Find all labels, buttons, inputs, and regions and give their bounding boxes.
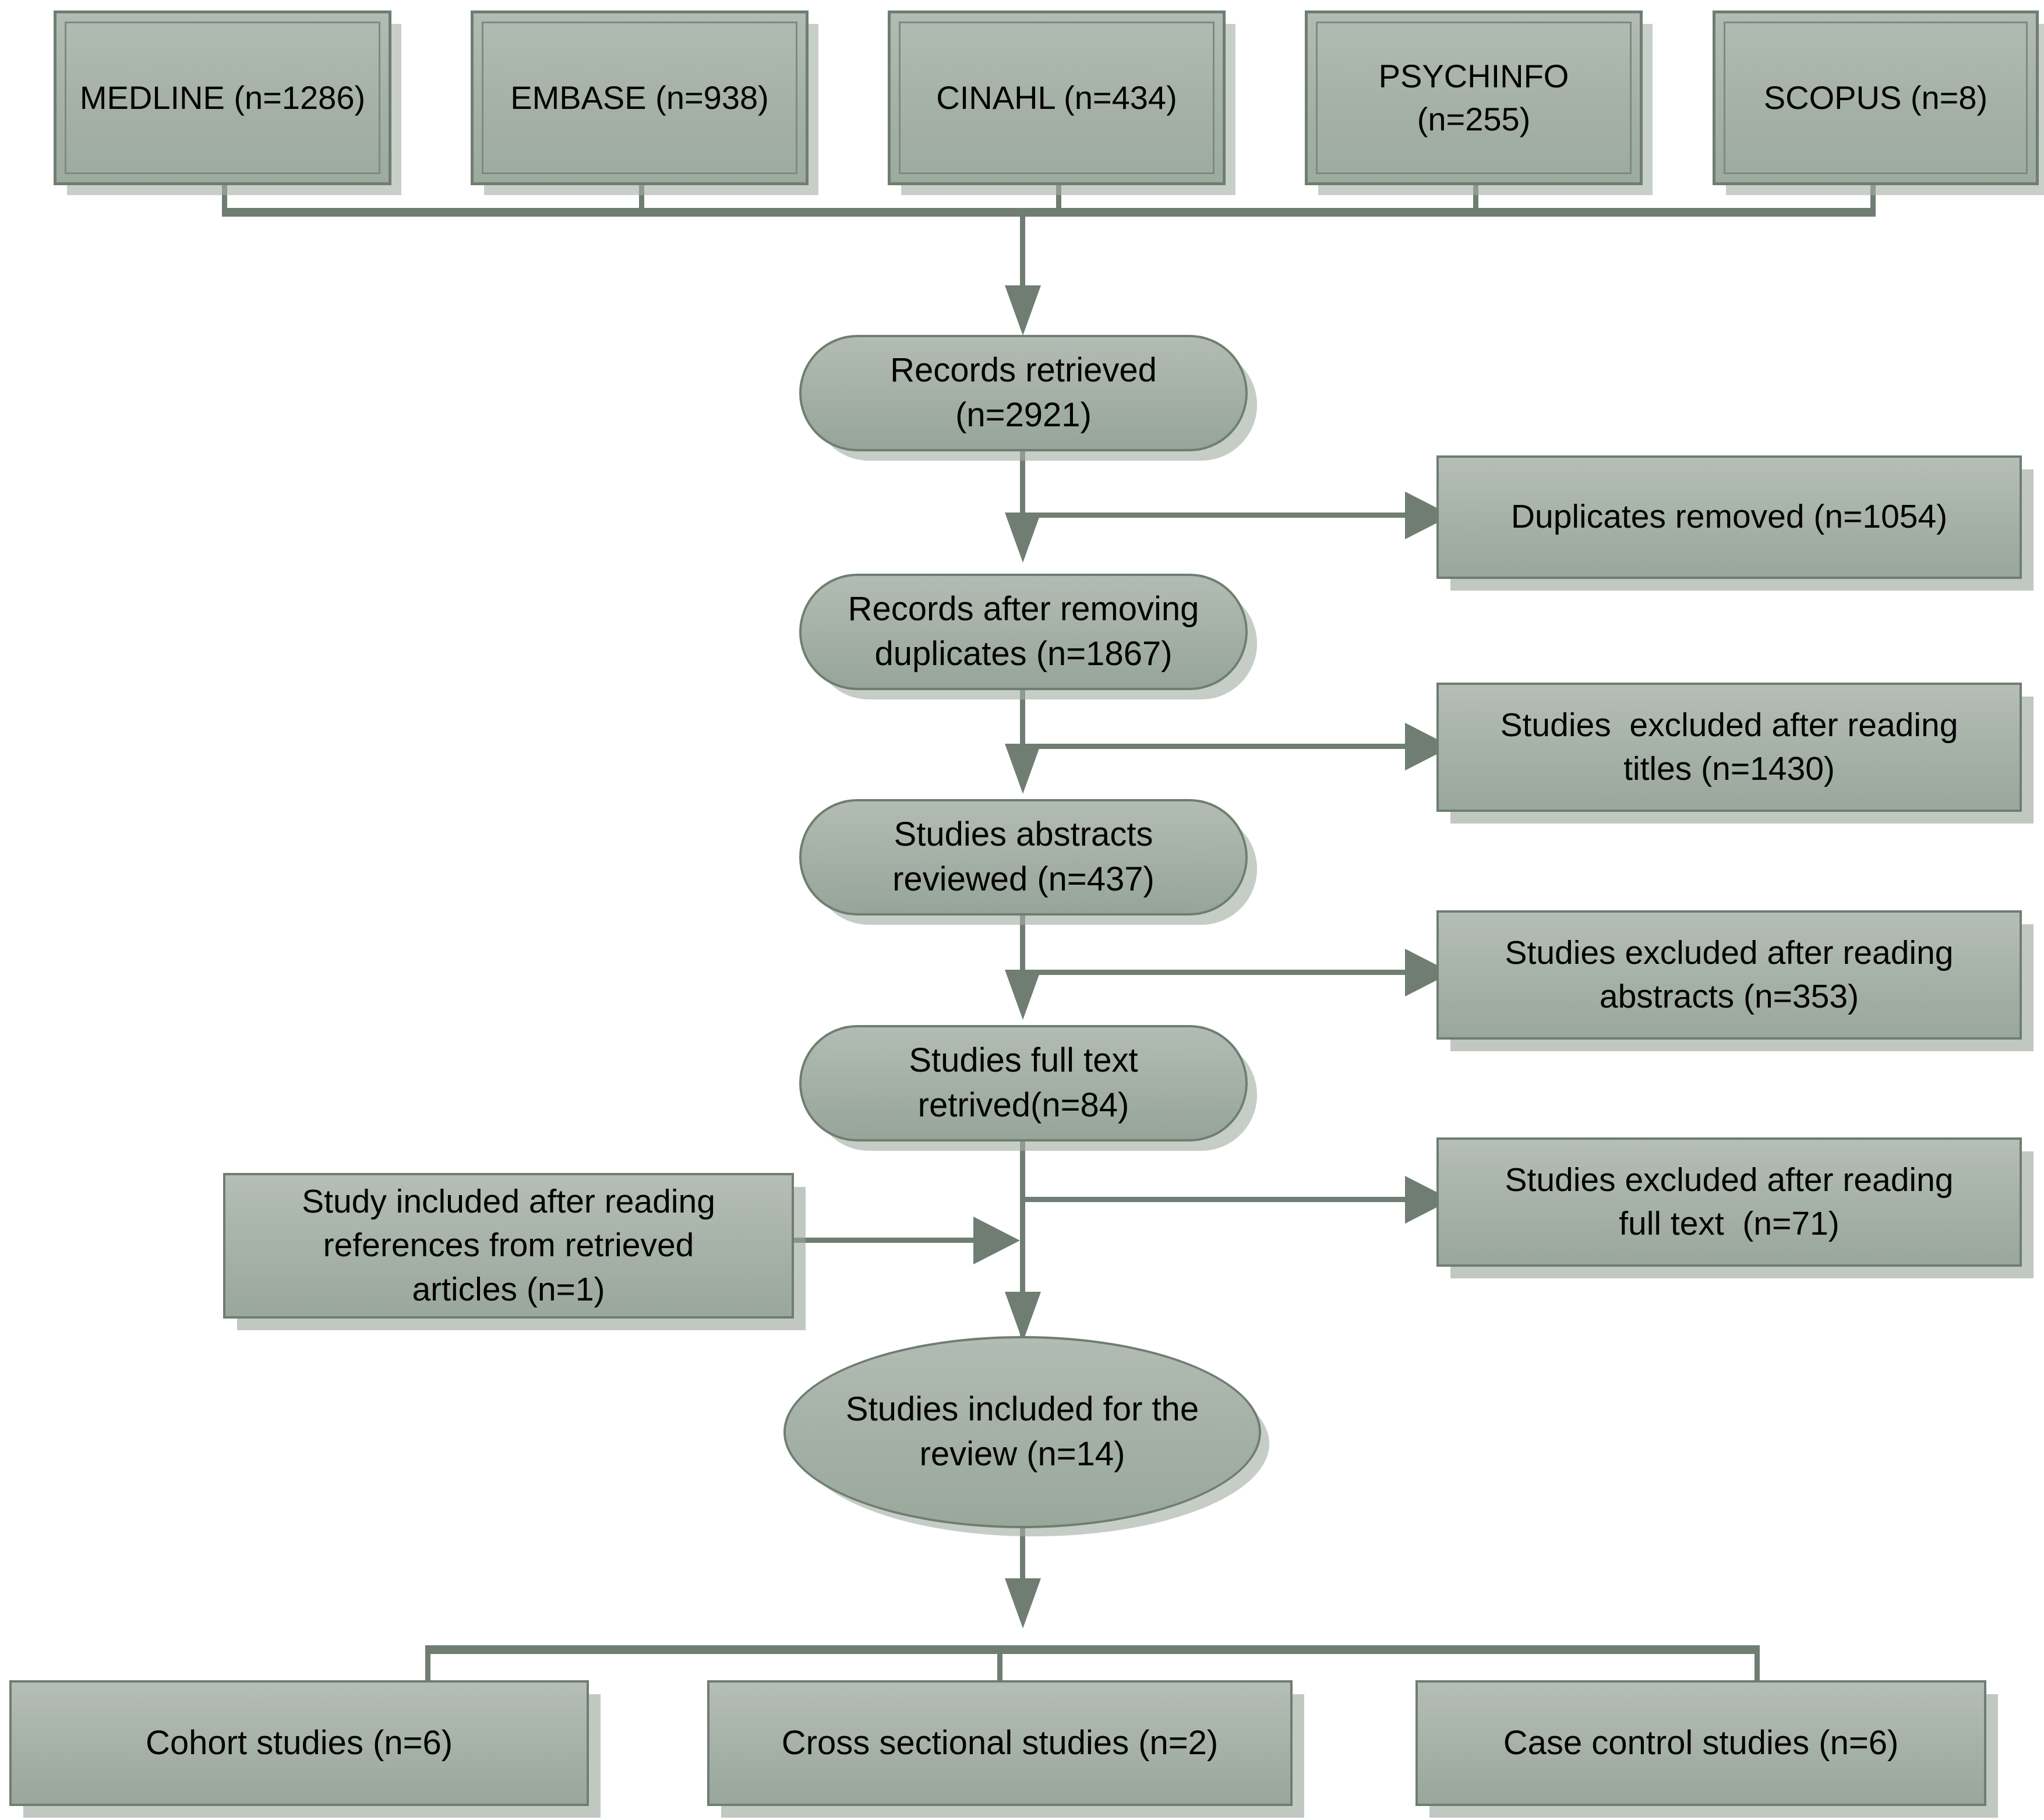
- arrowhead-to-studies-included: [1005, 1292, 1041, 1342]
- exclusion-label-excluded-titles: Studies excluded after reading titles (n…: [1500, 706, 1958, 787]
- exclusion-box-excluded-titles[interactable]: Studies excluded after reading titles (n…: [1436, 683, 2022, 812]
- study-type-box-case-control[interactable]: Case control studies (n=6): [1415, 1680, 1986, 1806]
- flow-label-abstracts-reviewed: Studies abstracts reviewed (n=437): [892, 815, 1155, 898]
- connector-scopus-drop: [1870, 185, 1876, 213]
- source-box-embase[interactable]: EMBASE (n=938): [471, 10, 809, 185]
- connector-branch3-stem: [1020, 916, 1025, 974]
- flow-node-abstracts-reviewed[interactable]: Studies abstracts reviewed (n=437): [799, 799, 1248, 916]
- exclusion-box-excluded-abstracts[interactable]: Studies excluded after reading abstracts…: [1436, 910, 2022, 1040]
- source-label-medline: MEDLINE (n=1286): [79, 79, 366, 116]
- connector-cinahl-drop: [1056, 185, 1061, 213]
- connector-case-control-drop: [1754, 1645, 1760, 1685]
- source-label-embase: EMBASE (n=938): [510, 79, 769, 116]
- flow-node-records-after-duplicates[interactable]: Records after removing duplicates (n=186…: [799, 574, 1248, 690]
- study-type-label-cohort: Cohort studies (n=6): [145, 1723, 453, 1762]
- flow-label-records-after-duplicates: Records after removing duplicates (n=186…: [848, 590, 1199, 673]
- study-type-box-cohort[interactable]: Cohort studies (n=6): [9, 1680, 589, 1806]
- connector-study-types-bus: [425, 1645, 1759, 1654]
- source-box-psychinfo[interactable]: PSYCHINFO (n=255): [1305, 10, 1643, 185]
- flow-node-fulltext-retrieved[interactable]: Studies full text retrived(n=84): [799, 1025, 1248, 1142]
- source-label-psychinfo: PSYCHINFO (n=255): [1378, 58, 1578, 137]
- exclusion-box-duplicates-removed[interactable]: Duplicates removed (n=1054): [1436, 455, 2022, 579]
- connector-branch1-right: [1020, 513, 1410, 518]
- arrowhead-to-records-retrieved: [1005, 285, 1041, 335]
- connector-embase-drop: [639, 185, 644, 213]
- connector-branch4-right: [1020, 1197, 1410, 1202]
- source-box-cinahl[interactable]: CINAHL (n=434): [888, 10, 1226, 185]
- included-label-studies-included: Studies included for the review (n=14): [845, 1390, 1199, 1473]
- addition-label-study-from-references: Study included after reading references …: [302, 1183, 715, 1308]
- flow-node-records-retrieved[interactable]: Records retrieved (n=2921): [799, 335, 1248, 451]
- included-node-studies-included[interactable]: Studies included for the review (n=14): [783, 1336, 1261, 1528]
- source-label-scopus: SCOPUS (n=8): [1763, 79, 1988, 116]
- connector-branch1-stem: [1020, 451, 1025, 515]
- connector-psychinfo-drop: [1473, 185, 1478, 213]
- connector-medline-drop: [222, 185, 227, 213]
- connector-branch2-stem: [1020, 690, 1025, 748]
- flow-label-records-retrieved: Records retrieved (n=2921): [890, 351, 1157, 434]
- addition-box-study-from-references[interactable]: Study included after reading references …: [223, 1173, 794, 1319]
- exclusion-box-excluded-fulltext[interactable]: Studies excluded after reading full text…: [1436, 1137, 2022, 1267]
- exclusion-label-excluded-fulltext: Studies excluded after reading full text…: [1505, 1161, 1954, 1242]
- connector-cohort-drop: [425, 1645, 430, 1685]
- study-type-label-cross-sectional: Cross sectional studies (n=2): [781, 1723, 1219, 1762]
- connector-included-stem: [1020, 1528, 1025, 1595]
- flow-label-fulltext-retrieved: Studies full text retrived(n=84): [909, 1041, 1138, 1124]
- exclusion-label-excluded-abstracts: Studies excluded after reading abstracts…: [1505, 934, 1954, 1015]
- arrowhead-addition-into-trunk: [973, 1217, 1020, 1264]
- study-type-box-cross-sectional[interactable]: Cross sectional studies (n=2): [707, 1680, 1293, 1806]
- connector-to-records-retrieved: [1020, 215, 1025, 288]
- connector-branch4-stem: [1020, 1142, 1025, 1351]
- study-type-label-case-control: Case control studies (n=6): [1503, 1723, 1899, 1762]
- connector-addition-right: [792, 1238, 990, 1243]
- arrowhead-to-fulltext-retrieved: [1005, 970, 1041, 1020]
- arrowhead-to-study-types: [1005, 1578, 1041, 1628]
- connector-branch3-right: [1020, 970, 1410, 975]
- exclusion-label-duplicates-removed: Duplicates removed (n=1054): [1510, 498, 1948, 536]
- connector-sources-bus: [222, 208, 1876, 217]
- source-box-scopus[interactable]: SCOPUS (n=8): [1713, 10, 2039, 185]
- arrowhead-to-records-after-duplicates: [1005, 513, 1041, 563]
- connector-branch2-right: [1020, 744, 1410, 749]
- arrowhead-to-abstracts-reviewed: [1005, 744, 1041, 794]
- connector-cross-sectional-drop: [997, 1645, 1002, 1685]
- source-box-medline[interactable]: MEDLINE (n=1286): [54, 10, 391, 185]
- source-label-cinahl: CINAHL (n=434): [936, 79, 1177, 116]
